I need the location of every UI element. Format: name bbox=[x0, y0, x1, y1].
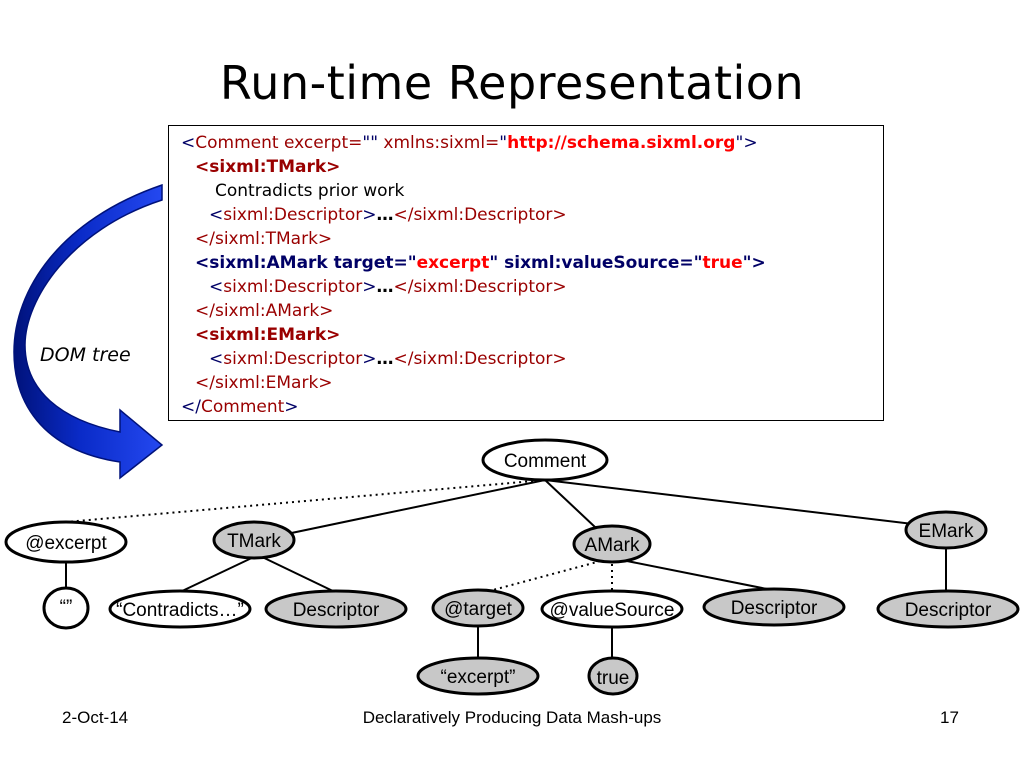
code-token: </sixml:AMark> bbox=[195, 301, 334, 321]
node-label: AMark bbox=[585, 535, 640, 556]
edge-tmark-contradicts bbox=[179, 554, 259, 593]
code-token: " bbox=[499, 133, 508, 153]
node-excerpt-attribute: @excerpt bbox=[4, 520, 128, 564]
node-excerpt-value: “excerpt” bbox=[416, 656, 540, 696]
node-target-attribute: @target bbox=[431, 588, 525, 628]
node-label: Comment bbox=[504, 451, 587, 472]
code-token: " sixml:valueSource=" bbox=[489, 253, 703, 273]
code-token: </sixml:Descriptor> bbox=[393, 349, 567, 369]
code-token: > bbox=[362, 205, 377, 225]
code-token: … bbox=[376, 205, 394, 225]
code-token: > bbox=[284, 397, 299, 417]
code-token: … bbox=[376, 349, 394, 369]
node-label: “” bbox=[60, 597, 73, 618]
code-token: excerpt bbox=[416, 253, 490, 273]
code-token: </sixml:Descriptor> bbox=[393, 205, 567, 225]
node-label: true bbox=[597, 668, 630, 689]
code-token: " bbox=[735, 133, 744, 153]
code-token: </sixml:TMark> bbox=[195, 229, 333, 249]
xml-code-box: <Comment excerpt="" xmlns:sixml="http://… bbox=[168, 125, 884, 421]
node-label: Descriptor bbox=[293, 600, 380, 621]
code-line-2: <sixml:TMark> bbox=[195, 156, 340, 178]
edge-comment-emark bbox=[544, 479, 947, 529]
node-contradicts: “Contradicts…” bbox=[108, 589, 252, 629]
node-label: @excerpt bbox=[25, 533, 107, 554]
code-token: sixml:Descriptor bbox=[223, 277, 363, 297]
edge-amark-descriptor bbox=[611, 557, 773, 591]
code-token: Contradicts prior work bbox=[215, 181, 405, 201]
code-token: "> bbox=[742, 253, 766, 273]
code-token: > bbox=[362, 277, 377, 297]
code-token: excerpt= bbox=[278, 133, 363, 153]
edge-comment-tmark bbox=[257, 479, 546, 541]
code-token: Comment bbox=[195, 133, 279, 153]
code-token: Comment bbox=[200, 397, 285, 417]
slide-title: Run-time Representation bbox=[219, 56, 805, 110]
code-line-4: <sixml:Descriptor>…</sixml:Descriptor> bbox=[209, 204, 567, 226]
code-line-11: </sixml:EMark> bbox=[195, 372, 333, 394]
code-token: sixml:Descriptor bbox=[223, 205, 363, 225]
code-line-1: <Comment excerpt="" xmlns:sixml="http://… bbox=[181, 132, 758, 154]
node-descriptor-tmark: Descriptor bbox=[264, 589, 408, 629]
edge-tmark-descriptor bbox=[257, 554, 336, 593]
code-token: </sixml:Descriptor> bbox=[393, 277, 567, 297]
node-label: EMark bbox=[919, 521, 974, 542]
code-token: true bbox=[702, 253, 743, 273]
node-emark: EMark bbox=[904, 510, 988, 550]
dom-tree-label: DOM tree bbox=[40, 344, 131, 366]
node-descriptor-emark: Descriptor bbox=[876, 589, 1020, 629]
node-label: Descriptor bbox=[905, 600, 992, 621]
node-label: @target bbox=[444, 599, 513, 620]
node-amark: AMark bbox=[572, 524, 652, 564]
code-token: sixml:Descriptor bbox=[223, 349, 363, 369]
footer-date: 2-Oct-14 bbox=[62, 708, 129, 727]
node-valuesource-attribute: @valueSource bbox=[540, 589, 684, 629]
tree-edges bbox=[65, 479, 947, 660]
code-token: http://schema.sixml.org bbox=[507, 133, 736, 153]
node-label: “excerpt” bbox=[441, 667, 516, 688]
attribute-edges bbox=[65, 479, 613, 595]
code-token: > bbox=[362, 349, 377, 369]
code-line-8: </sixml:AMark> bbox=[195, 300, 333, 322]
code-token: </sixml:EMark> bbox=[195, 373, 333, 393]
edge-comment-excerpt-attr bbox=[65, 479, 546, 523]
code-line-7: <sixml:Descriptor>…</sixml:Descriptor> bbox=[209, 276, 567, 298]
code-token: < bbox=[209, 277, 224, 297]
node-empty-value: “” bbox=[42, 586, 90, 630]
code-line-12: </Comment> bbox=[181, 396, 299, 418]
node-comment: Comment bbox=[481, 438, 609, 482]
page-number: 17 bbox=[940, 708, 959, 727]
code-token: … bbox=[376, 277, 394, 297]
code-token: < bbox=[209, 349, 224, 369]
code-token: < bbox=[181, 133, 196, 153]
node-true-value: true bbox=[587, 656, 639, 696]
code-token: "" bbox=[362, 133, 379, 153]
code-line-9: <sixml:EMark> bbox=[195, 324, 340, 346]
code-line-5: </sixml:TMark> bbox=[195, 228, 332, 250]
edge-amark-target-attr bbox=[477, 557, 613, 595]
code-line-10: <sixml:Descriptor>…</sixml:Descriptor> bbox=[209, 348, 567, 370]
code-token: > bbox=[743, 133, 758, 153]
code-token: <sixml:EMark> bbox=[195, 325, 341, 345]
code-token: </ bbox=[181, 397, 201, 417]
code-line-3: Contradicts prior work bbox=[215, 180, 404, 202]
node-tmark: TMark bbox=[212, 520, 296, 560]
node-label: “Contradicts…” bbox=[116, 600, 244, 621]
code-token: <sixml:AMark target=" bbox=[195, 253, 417, 273]
code-line-6: <sixml:AMark target="excerpt" sixml:valu… bbox=[195, 252, 766, 274]
code-token: xmlns:sixml= bbox=[378, 133, 500, 153]
curved-arrow-icon bbox=[13, 183, 164, 480]
node-label: TMark bbox=[227, 531, 281, 552]
code-token: <sixml:TMark> bbox=[195, 157, 341, 177]
node-label: Descriptor bbox=[731, 598, 818, 619]
footer-title: Declaratively Producing Data Mash-ups bbox=[362, 708, 662, 727]
node-descriptor-amark: Descriptor bbox=[702, 587, 846, 627]
code-token: < bbox=[209, 205, 224, 225]
node-label: @valueSource bbox=[550, 600, 675, 621]
